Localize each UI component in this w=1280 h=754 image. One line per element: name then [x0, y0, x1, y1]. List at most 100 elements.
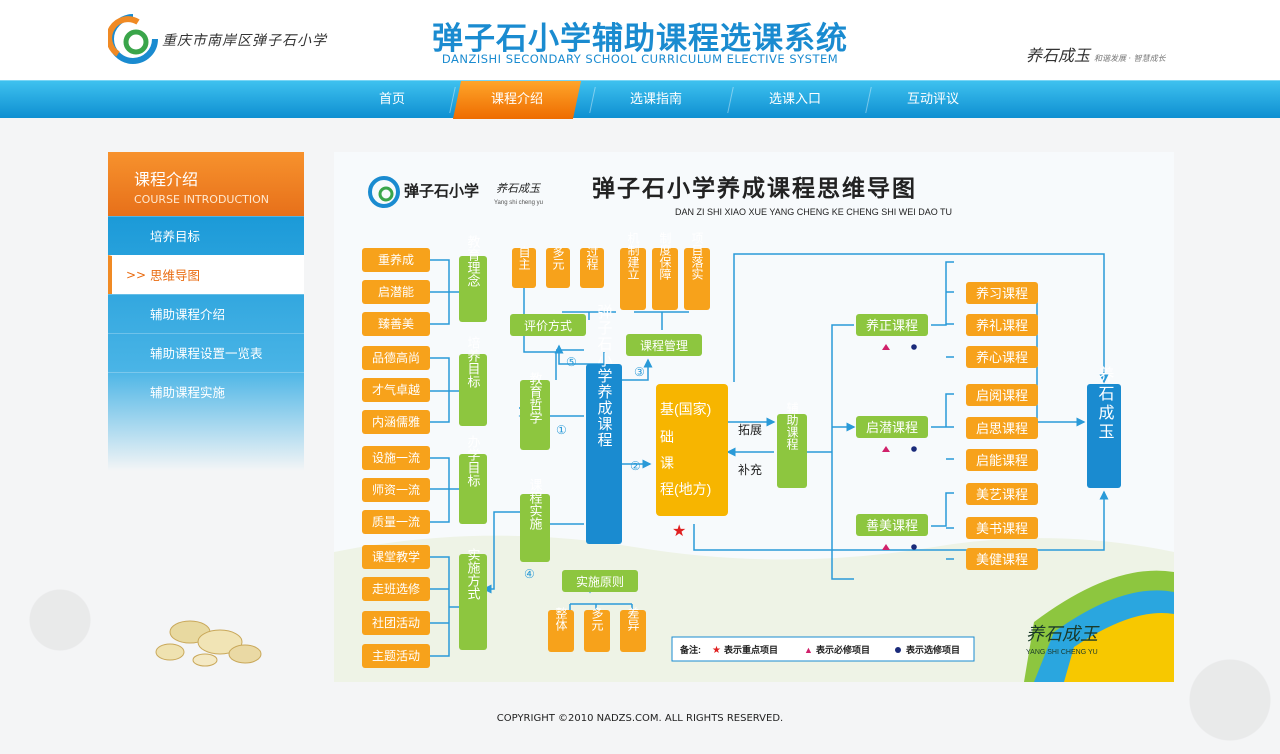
- mindmap-panel: 弹子石小学 养石成玉 Yang shi cheng yu 弹子石小学养成课程思维…: [334, 152, 1174, 682]
- philosophy-text: 教育哲学: [528, 371, 543, 424]
- course-box: [966, 483, 1038, 505]
- header: 重庆市南岸区弹子石小学 弹子石小学辅助课程选课系统 DANZISHI SECON…: [0, 0, 1280, 80]
- elective-dot-icon: [911, 344, 917, 350]
- left-box-label: 社团活动: [372, 615, 420, 630]
- legend-elective: 表示选修项目: [905, 644, 960, 655]
- sidebar-title: 课程介绍: [134, 170, 199, 189]
- course-label: 养习课程: [976, 286, 1028, 301]
- mgmt-item: 机制建立: [626, 232, 640, 280]
- step-markers: ① ② ③ ④ ⑤: [524, 355, 645, 581]
- course-label: 美健课程: [976, 552, 1028, 567]
- mindmap-logo-icon: [368, 176, 400, 208]
- corner-motto: 养石成玉: [1026, 624, 1100, 644]
- school-name: 重庆市南岸区弹子石小学: [162, 33, 327, 49]
- expand-text: 拓展: [738, 423, 762, 437]
- group-label-box: [459, 256, 487, 322]
- legend-key: 表示重点项目: [723, 644, 778, 655]
- nav-comment[interactable]: 互动评议: [906, 92, 959, 107]
- course-box: [966, 314, 1038, 336]
- left-box-label: 主题活动: [372, 649, 420, 663]
- left-box: [362, 378, 430, 402]
- left-box: [362, 611, 430, 635]
- course-box: [966, 517, 1038, 539]
- principle-item: 整体: [554, 606, 568, 632]
- legend-label: 备注:: [679, 644, 701, 655]
- nav-entry[interactable]: 选课入口: [768, 92, 821, 107]
- svg-text:课: 课: [660, 455, 674, 471]
- eval-item: 多元: [551, 246, 565, 271]
- nav-course-intro[interactable]: 课程介绍: [452, 81, 582, 119]
- left-box-label: 走班选修: [372, 581, 420, 596]
- left-box: [362, 545, 430, 569]
- page-subtitle: DANZISHI SECONDARY SCHOOL CURRICULUM ELE…: [441, 52, 839, 66]
- nav-guide[interactable]: 选课指南: [629, 92, 682, 107]
- eval-label: 评价方式: [524, 318, 572, 333]
- left-box-label: 内涵儒雅: [372, 414, 420, 429]
- goal-text: 养石成玉: [1096, 366, 1115, 442]
- principle-item: 多元: [590, 607, 604, 632]
- course-label: 养礼课程: [976, 318, 1028, 333]
- left-box-label: 品德高尚: [372, 350, 420, 365]
- mgmt-items: 机制建立 制度保障 项目落实: [620, 232, 710, 310]
- left-box-label: 课堂教学: [372, 549, 420, 564]
- legend-dot-icon: [895, 647, 901, 653]
- category-box: [856, 416, 928, 438]
- sidebar: 课程介绍 COURSE INTRODUCTION 培养目标 >>思维导图 辅助课…: [108, 152, 304, 471]
- eval-item: 自主: [517, 246, 531, 270]
- left-box: [362, 280, 430, 304]
- sidebar-subtitle: COURSE INTRODUCTION: [134, 193, 270, 206]
- sidebar-item-mindmap[interactable]: >>思维导图: [108, 255, 304, 294]
- left-box: [362, 312, 430, 336]
- sidebar-list: 培养目标 >>思维导图 辅助课程介绍 辅助课程设置一览表 辅助课程实施: [108, 216, 304, 471]
- mindmap-title: 弹子石小学养成课程思维导图: [592, 175, 917, 201]
- stones-decoration-icon: [155, 620, 262, 667]
- course-label: 启阅课程: [976, 388, 1028, 403]
- category-box: [856, 314, 928, 336]
- group-label-box: [459, 454, 487, 524]
- sidebar-item-goals[interactable]: 培养目标: [108, 216, 304, 255]
- left-box-label: 臻善美: [378, 316, 414, 331]
- svg-text:②: ②: [630, 459, 641, 473]
- footer: COPYRIGHT ©2010 NADZS.COM. ALL RIGHTS RE…: [496, 713, 784, 724]
- left-box-label: 重养成: [378, 252, 414, 267]
- sidebar-item-aux-impl[interactable]: 辅助课程实施: [108, 372, 304, 411]
- left-boxes: 重养成启潜能臻善美品德高尚才气卓越内涵儒雅设施一流师资一流质量一流课堂教学走班选…: [362, 248, 430, 668]
- basic-course-box: [656, 384, 728, 516]
- center-box: [586, 364, 622, 544]
- course-box: [966, 417, 1038, 439]
- eval-label-box: [510, 314, 586, 336]
- mgmt-item-box: [684, 248, 710, 310]
- mgmt-item-box: [652, 248, 678, 310]
- principle-item: 差异: [626, 607, 640, 632]
- nav-home[interactable]: 首页: [378, 92, 405, 107]
- aux-text: 辅助课程: [785, 402, 799, 451]
- main-nav: 首页 课程介绍 选课指南 选课入口 互动评议: [0, 80, 1280, 119]
- sidebar-header: 课程介绍 COURSE INTRODUCTION: [108, 152, 304, 216]
- eval-items: 自主多元过程: [512, 246, 604, 288]
- left-box: [362, 577, 430, 601]
- svg-text:④: ④: [524, 567, 535, 581]
- course-box: [966, 282, 1038, 304]
- group-label-box: [459, 354, 487, 426]
- svg-text:⑤: ⑤: [566, 355, 577, 369]
- left-box: [362, 410, 430, 434]
- left-box: [362, 446, 430, 470]
- implement-box: [520, 494, 550, 562]
- sidebar-item-aux-table[interactable]: 辅助课程设置一览表: [108, 333, 304, 372]
- mgmt-item-box: [620, 248, 646, 310]
- sidebar-item-aux-intro[interactable]: 辅助课程介绍: [108, 294, 304, 333]
- eval-item: 过程: [585, 246, 599, 271]
- elective-dot-icon: [911, 544, 917, 550]
- mgmt-item: 制度保障: [658, 232, 672, 280]
- mgmt-label-box: [626, 334, 702, 356]
- required-triangle-icon: [882, 446, 890, 452]
- group-label-text: 培养目标: [466, 335, 481, 389]
- center-text: 弹子石小学养成课程: [596, 304, 613, 448]
- principle-item-box: [584, 610, 610, 652]
- chevron-right-icon: >>: [126, 268, 147, 282]
- basic-course-text: 基(国家) 础 课 程(地方): [660, 401, 711, 497]
- group-label-text: 实施方式: [466, 548, 481, 600]
- mgmt-item: 项目落实: [690, 232, 704, 280]
- implement-text: 课程实施: [528, 478, 543, 530]
